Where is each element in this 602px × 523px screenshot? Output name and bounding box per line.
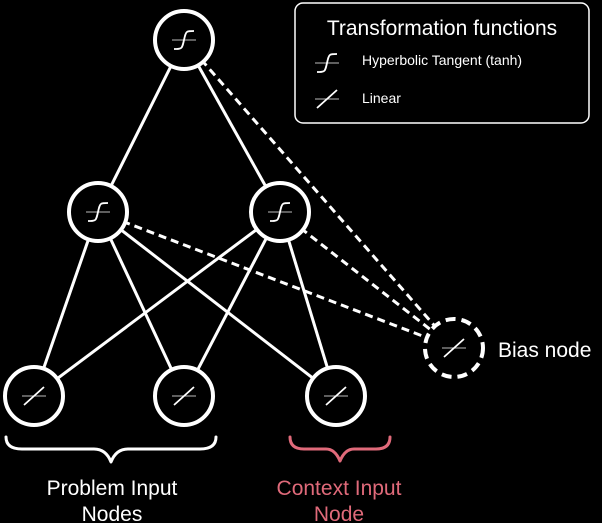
edge-hidden1-input3 bbox=[97, 210, 337, 398]
edge-hidden1-input1 bbox=[32, 211, 100, 397]
output-node bbox=[153, 9, 215, 71]
problem-inputs-brace bbox=[4, 435, 218, 464]
bias-edges bbox=[97, 39, 456, 350]
bias-edge-output bbox=[182, 39, 456, 349]
bias-edge-hidden2 bbox=[279, 210, 455, 350]
legend-item-tanh-label: Hyperbolic Tangent (tanh) bbox=[362, 52, 522, 68]
problem-inputs-label-line1: Problem Input bbox=[47, 477, 178, 500]
edge-hidden2-input2 bbox=[182, 211, 282, 397]
problem-input-node-2 bbox=[153, 365, 215, 427]
network-edges bbox=[32, 39, 338, 398]
context-input-node bbox=[305, 365, 367, 427]
legend-title: Transformation functions bbox=[327, 17, 557, 40]
bias-node-label: Bias node bbox=[498, 339, 591, 362]
legend-item-linear-label: Linear bbox=[362, 90, 401, 106]
bias-node bbox=[423, 317, 485, 379]
context-input-label-line2: Node bbox=[314, 503, 364, 523]
hidden-node-2 bbox=[249, 181, 311, 243]
context-input-brace bbox=[288, 435, 392, 463]
bias-edge-hidden1 bbox=[97, 210, 455, 350]
edge-hidden1-input2 bbox=[96, 211, 186, 397]
hidden-node-1 bbox=[67, 181, 129, 243]
problem-input-node-1 bbox=[3, 365, 65, 427]
problem-inputs-label-line2: Nodes bbox=[82, 503, 143, 523]
edge-output-hidden1 bbox=[96, 39, 186, 213]
edge-hidden2-input3 bbox=[278, 211, 338, 397]
context-input-label-line1: Context Input bbox=[277, 477, 402, 500]
edge-hidden2-input1 bbox=[33, 210, 281, 398]
legend: Transformation functions Hyperbolic Tang… bbox=[294, 2, 590, 124]
edge-output-hidden2 bbox=[182, 39, 282, 213]
